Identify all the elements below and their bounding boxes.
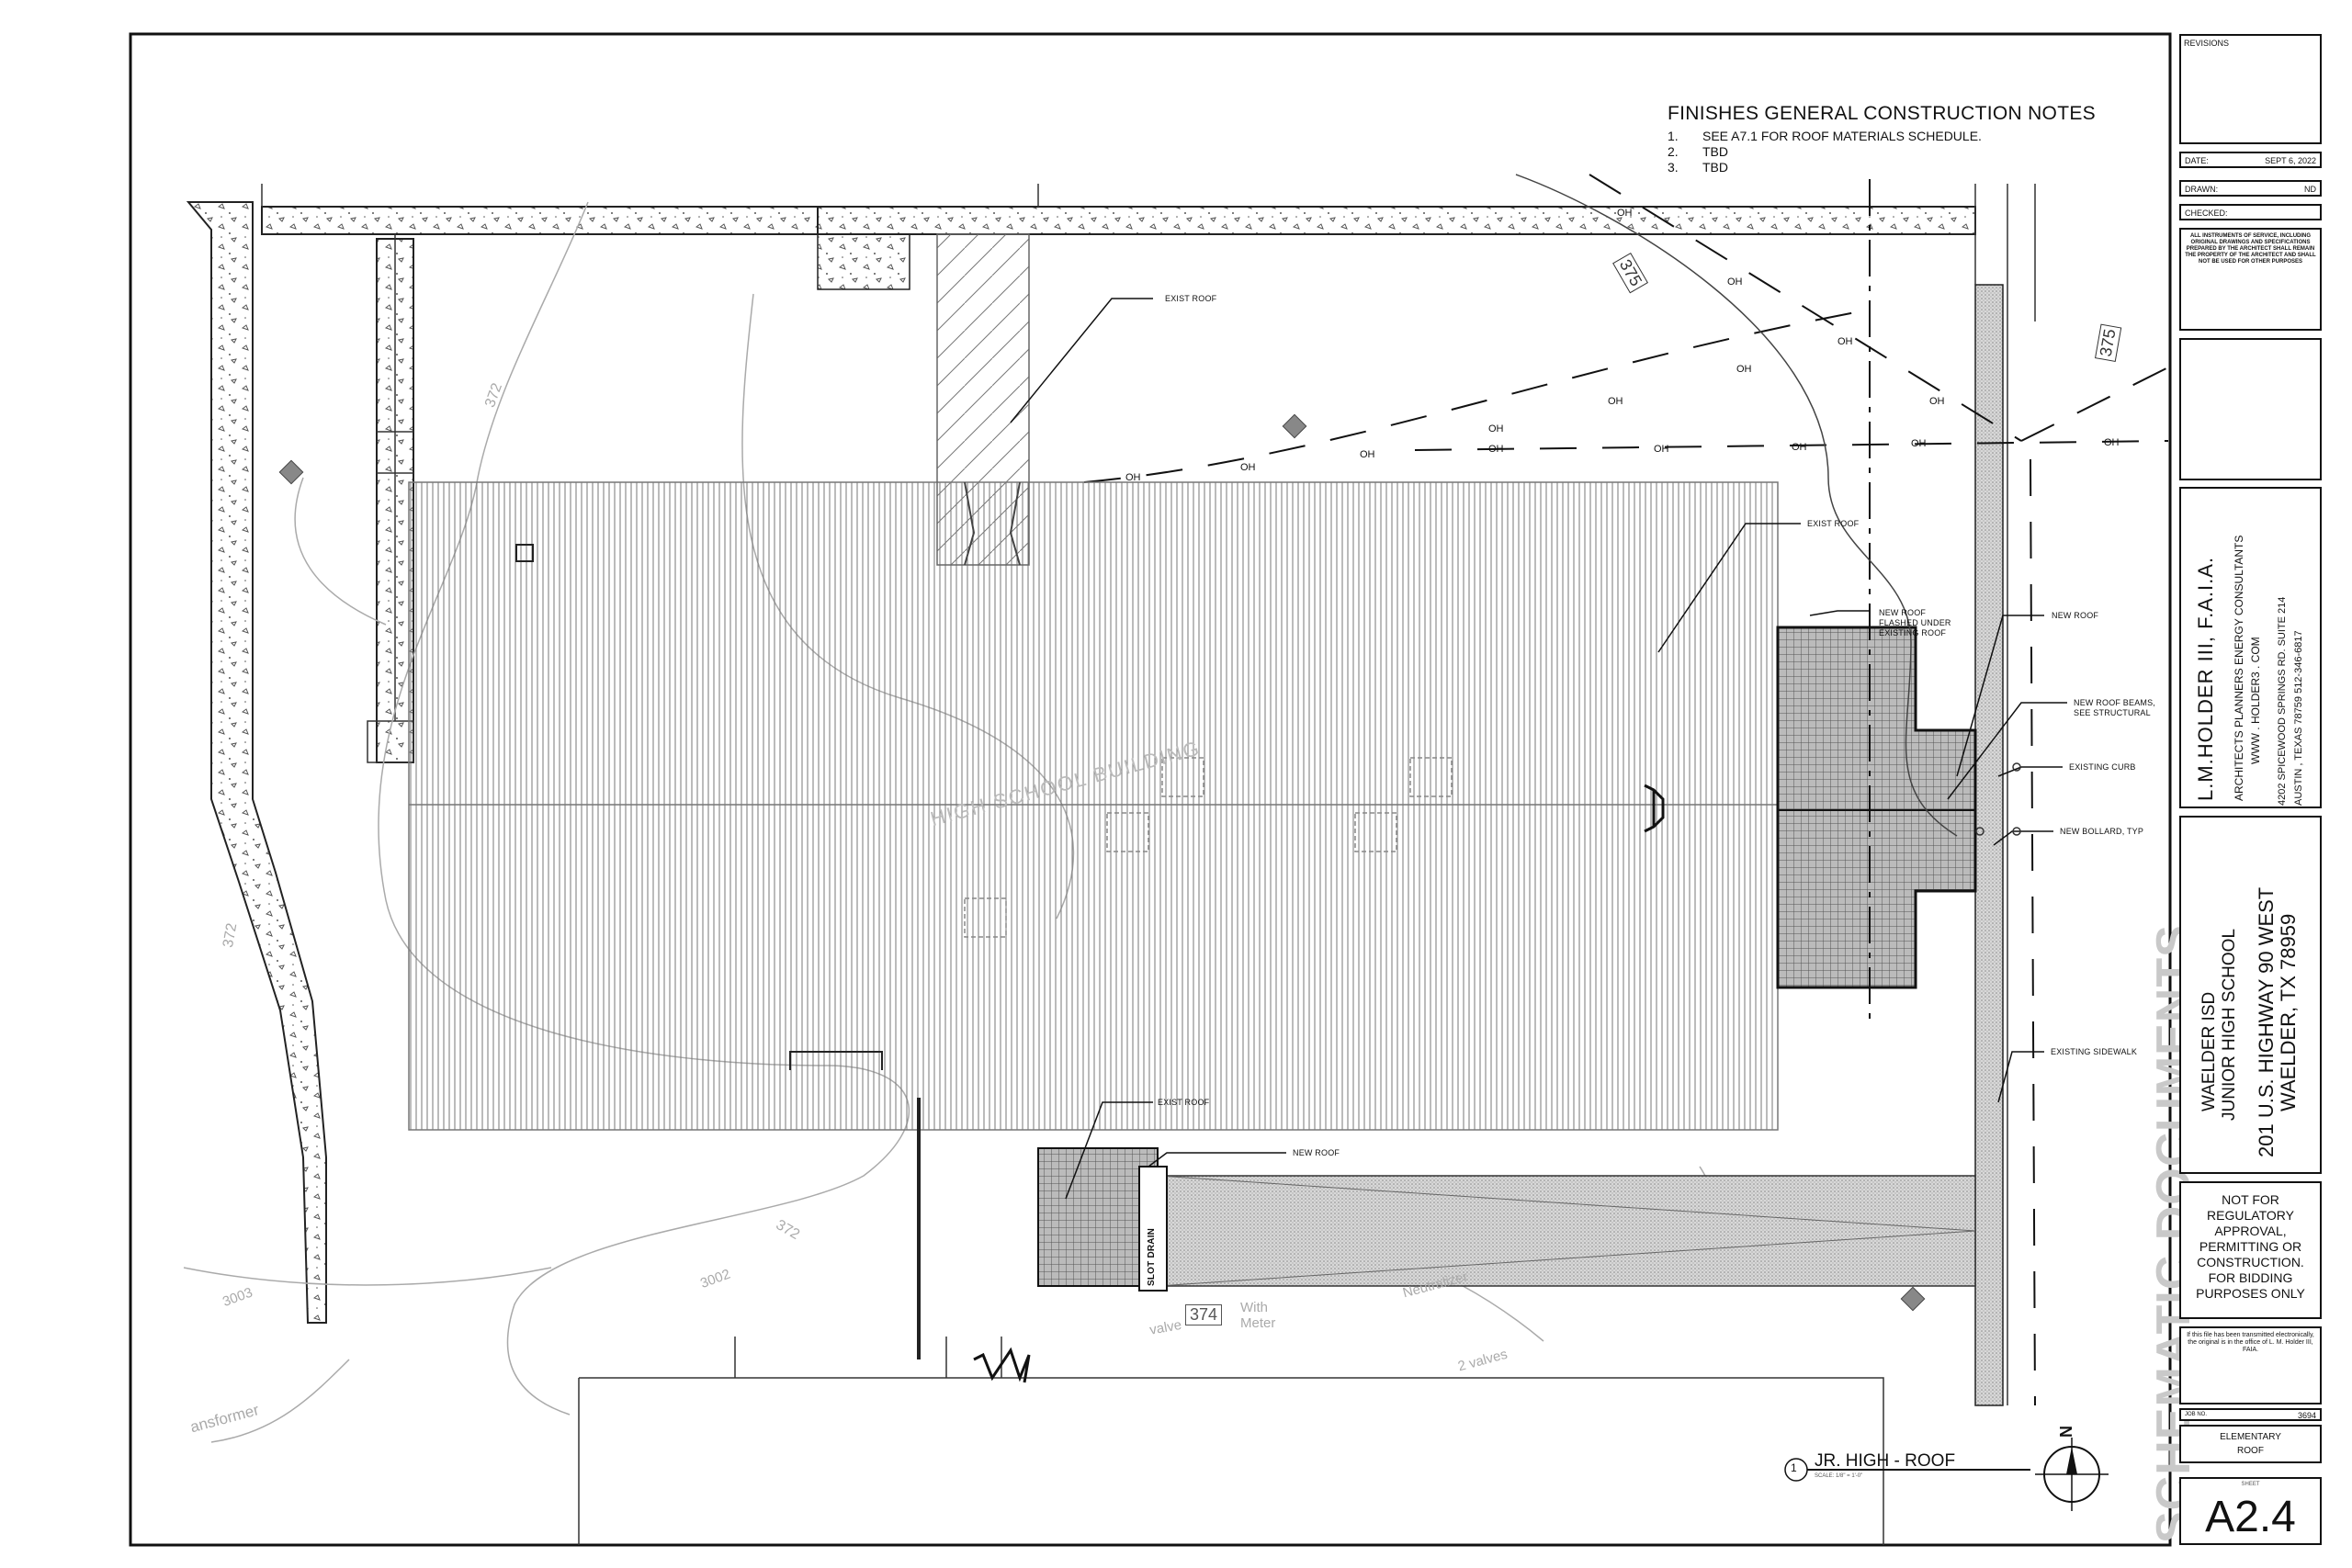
callout-exist-roof: EXIST ROOF <box>1158 1098 1210 1107</box>
svg-text:OH: OH <box>1792 442 1807 453</box>
svg-text:OH: OH <box>1608 396 1623 407</box>
sheet-number-box: SHEET A2.4 <box>2179 1477 2322 1545</box>
svg-text:OH: OH <box>1617 208 1633 219</box>
callout-existing-curb: EXISTING CURB <box>2069 762 2136 772</box>
drawing-number: 1 <box>1791 1461 1797 1474</box>
roof-units <box>964 757 1453 938</box>
svg-text:OH: OH <box>1488 423 1504 434</box>
transmitted-box: If this file has been transmitted electr… <box>2179 1326 2322 1404</box>
new-roof-south <box>1037 1147 1976 1292</box>
job-row: JOB NO. 3694 <box>2179 1408 2322 1421</box>
construction-notes: FINISHES GENERAL CONSTRUCTION NOTES 1.SE… <box>1668 103 2096 175</box>
callout-existing-sidewalk: EXISTING SIDEWALK <box>2051 1047 2138 1056</box>
svg-text:OH: OH <box>1125 472 1141 483</box>
svg-text:OH: OH <box>1911 438 1927 449</box>
new-roof-east <box>1776 626 1977 989</box>
svg-text:OH: OH <box>1488 444 1504 455</box>
callout-new-bollard: NEW BOLLARD, TYP <box>2060 827 2144 836</box>
leader-lines <box>1010 298 2067 1200</box>
svg-text:OH: OH <box>1654 444 1669 455</box>
contour-label: 374 <box>1185 1304 1223 1325</box>
callout-new-roof-flashed: NEW ROOF FLASHED UNDER EXISTING ROOF <box>1879 608 1951 637</box>
site-lines <box>261 184 2036 1545</box>
drawn-row: DRAWN: ND <box>2179 180 2322 197</box>
date-row: DATE: SEPT 6, 2022 <box>2179 152 2322 168</box>
copyright-box: ALL INSTRUMENTS OF SERVICE, INCLUDING OR… <box>2179 228 2322 331</box>
svg-text:OH: OH <box>1240 462 1256 473</box>
north-label: N <box>2057 1426 2075 1438</box>
bollards <box>1975 762 2021 836</box>
callout-exist-roof: EXIST ROOF <box>1165 294 1217 303</box>
utility-poles <box>278 413 1926 1312</box>
drawing-scale: SCALE: 1/8" = 1'-0" <box>1815 1473 1863 1479</box>
drawing-title-block <box>1784 1458 2030 1482</box>
survey-label: With Meter <box>1240 1300 1276 1331</box>
firm-box: L.M.HOLDER III, F.A.I.A. ARCHITECTS PLAN… <box>2179 487 2322 808</box>
svg-text:OH: OH <box>1838 336 1853 347</box>
oh-labels: OH OH OH OH OH OH OH OH OH OH OH OH OH O… <box>1125 208 2120 483</box>
svg-text:OH: OH <box>1929 396 1945 407</box>
svg-text:OH: OH <box>1360 449 1375 460</box>
callout-slot-drain: SLOT DRAIN <box>1147 1227 1157 1286</box>
callout-new-roof-beams: NEW ROOF BEAMS, SEE STRUCTURAL <box>2074 698 2156 717</box>
drawing-border <box>129 32 2172 1547</box>
sheet-number: A2.4 <box>2205 1493 2296 1541</box>
existing-roof-main <box>408 481 1779 1131</box>
overhead-lines <box>1083 174 2169 1406</box>
not-for-box: NOT FOR REGULATORY APPROVAL, PERMITTING … <box>2179 1181 2322 1319</box>
svg-text:OH: OH <box>1736 364 1752 375</box>
svg-text:OH: OH <box>1727 276 1743 288</box>
revisions-box: REVISIONS <box>2179 34 2322 144</box>
note-item: 1.SEE A7.1 FOR ROOF MATERIALS SCHEDULE. <box>1668 129 1982 143</box>
existing-roof-wing <box>936 233 1030 566</box>
callout-exist-roof: EXIST ROOF <box>1807 519 1860 528</box>
drawing-title: JR. HIGH - ROOF <box>1815 1451 1956 1471</box>
seal-box <box>2179 338 2322 480</box>
note-item: 2.TBD <box>1668 144 1728 159</box>
project-box: WAELDER ISD JUNIOR HIGH SCHOOL 201 U.S. … <box>2179 816 2322 1174</box>
svg-text:OH: OH <box>2104 437 2120 448</box>
note-item: 3.TBD <box>1668 160 1728 175</box>
sheet-title-box: ELEMENTARY ROOF <box>2179 1425 2322 1463</box>
notes-title: FINISHES GENERAL CONSTRUCTION NOTES <box>1668 103 2096 124</box>
callout-new-roof: NEW ROOF <box>2052 611 2099 620</box>
callout-new-roof: NEW ROOF <box>1293 1148 1340 1157</box>
checked-row: CHECKED: <box>2179 204 2322 220</box>
north-arrow <box>2035 1438 2109 1511</box>
